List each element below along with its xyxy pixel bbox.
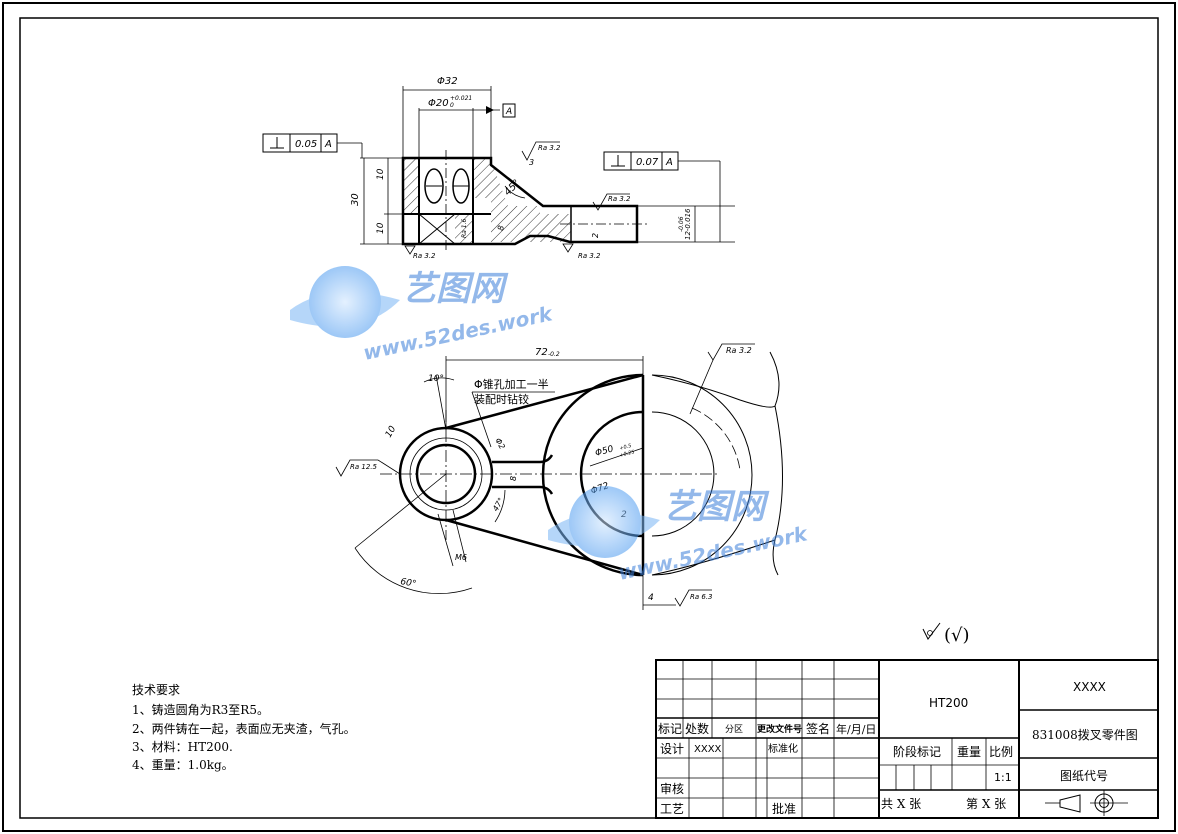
svg-text:+0.5: +0.5 <box>619 443 632 452</box>
svg-text:Ra 3.2: Ra 3.2 <box>538 144 561 152</box>
dim-phi32: Φ32 <box>437 76 458 87</box>
svg-text:艺图网: 艺图网 <box>663 487 770 527</box>
svg-text:XXXX: XXXX <box>694 744 722 755</box>
dim-phi20: Φ20 <box>428 98 449 109</box>
dim-72: 72 <box>535 347 548 358</box>
svg-text:处数: 处数 <box>685 721 709 736</box>
svg-text:10: 10 <box>384 424 399 439</box>
svg-text:第 X 张: 第 X 张 <box>966 797 1006 811</box>
roughness-symbol: Ra 3.2 <box>562 243 601 260</box>
note-line2: 装配时钻铰 <box>474 392 529 406</box>
svg-text:Ra 6.3: Ra 6.3 <box>690 593 713 601</box>
svg-text:Ra 3.2: Ra 3.2 <box>726 346 752 355</box>
svg-text:Ra 12.5: Ra 12.5 <box>350 463 378 471</box>
roughness-symbol: Ra 12.5 <box>335 459 401 477</box>
svg-text:分区: 分区 <box>725 724 743 735</box>
technical-requirements: 技术要求 1、铸造圆角为R3至R5。 2、两件铸在一起，表面应无夹渣，气孔。 3… <box>132 683 356 772</box>
roughness-symbol: Ra 3.2 <box>521 141 561 161</box>
company: XXXX <box>1073 680 1106 694</box>
inner-border <box>19 17 1159 819</box>
svg-text:艺图网: 艺图网 <box>402 269 509 309</box>
svg-text:4: 4 <box>648 593 654 603</box>
roughness-symbol: Ra 6.3 <box>643 589 713 607</box>
general-roughness-mark: (√) <box>922 622 970 646</box>
svg-text:签名: 签名 <box>806 721 830 736</box>
geo-tolerance-2: 0.07 A <box>603 151 721 242</box>
watermark: 艺图网 www.52des.work <box>548 486 811 585</box>
svg-text:0.07: 0.07 <box>636 157 659 168</box>
svg-text:Ra 3.2: Ra 3.2 <box>608 195 631 203</box>
svg-text:Φ2: Φ2 <box>493 437 506 451</box>
tol-phi20: +0.021 <box>450 95 472 102</box>
watermark: 艺图网 www.52des.work <box>290 266 556 365</box>
svg-text:重量: 重量 <box>957 745 981 759</box>
top-view: Φ32 Φ20 +0.021 0 A 0.05 A <box>262 76 735 260</box>
title-block-text: HT200 XXXX 831008拨叉零件图 图纸代号 标记 处数 分区 更改文… <box>658 680 1138 816</box>
svg-text:Ra 3.2: Ra 3.2 <box>413 252 436 260</box>
svg-text:(√): (√) <box>944 625 970 646</box>
material: HT200 <box>929 696 968 710</box>
tech-req-item: 1、铸造圆角为R3至R5。 <box>132 702 269 717</box>
svg-text:审核: 审核 <box>660 781 684 796</box>
svg-text:标记: 标记 <box>658 722 682 736</box>
geo-tolerance-1: 0.05 A <box>262 133 363 158</box>
angle-45: 45° <box>502 178 522 198</box>
svg-text:M6: M6 <box>455 553 467 562</box>
svg-text:2: 2 <box>591 233 600 238</box>
datum-a: A <box>505 107 512 117</box>
dim-30: 30 <box>350 193 361 206</box>
drawing-name: 831008拨叉零件图 <box>1032 728 1138 742</box>
svg-text:-0.2: -0.2 <box>548 351 560 358</box>
svg-text:+0.25: +0.25 <box>619 449 635 459</box>
svg-text:0.05: 0.05 <box>295 139 317 150</box>
drawing-code-label: 图纸代号 <box>1060 769 1108 783</box>
front-view: 72 -0.2 Φ锥孔加工一半 装配时钻铰 10° 10 Φ2 Φ50 +0.5… <box>335 343 783 610</box>
svg-text:比例: 比例 <box>989 745 1013 759</box>
svg-text:标准化: 标准化 <box>768 742 798 755</box>
svg-text:年/月/日: 年/月/日 <box>836 722 876 736</box>
tech-req-item: 4、重量：1.0kg。 <box>132 758 234 772</box>
svg-text:1:1: 1:1 <box>994 771 1012 784</box>
svg-text:3: 3 <box>529 158 534 167</box>
svg-text:设计: 设计 <box>660 742 684 756</box>
tech-req-title: 技术要求 <box>132 683 180 697</box>
svg-text:阶段标记: 阶段标记 <box>893 744 941 759</box>
roughness-symbol: Ra 3.2 <box>689 343 755 415</box>
svg-text:A: A <box>324 139 332 150</box>
roughness-symbol: Ra 3.2 <box>404 245 436 260</box>
svg-text:-0.06: -0.06 <box>678 216 685 232</box>
tol-12: 12-0.016 <box>684 208 692 240</box>
svg-text:10°: 10° <box>428 374 444 384</box>
title-block <box>655 659 1159 819</box>
svg-text:Ra 1.6: Ra 1.6 <box>461 219 468 238</box>
tech-req-item: 2、两件铸在一起，表面应无夹渣，气孔。 <box>132 721 356 736</box>
svg-text:8: 8 <box>496 225 506 232</box>
svg-text:10: 10 <box>376 222 386 234</box>
tech-req-item: 3、材料：HT200. <box>132 740 233 754</box>
roughness-symbol: Ra 3.2 <box>592 193 631 211</box>
note-line1: Φ锥孔加工一半 <box>474 377 549 391</box>
svg-text:更改文件号: 更改文件号 <box>757 723 802 735</box>
svg-text:8: 8 <box>509 476 518 481</box>
dim-phi50: Φ50 <box>594 444 615 459</box>
svg-text:Ra 3.2: Ra 3.2 <box>578 252 601 260</box>
svg-text:10: 10 <box>376 168 386 180</box>
svg-text:批准: 批准 <box>772 801 796 816</box>
svg-text:www.52des.work: www.52des.work <box>361 301 556 365</box>
svg-text:47°: 47° <box>491 496 506 513</box>
svg-text:工艺: 工艺 <box>660 802 684 816</box>
svg-text:共 X 张: 共 X 张 <box>881 797 921 811</box>
angle-60: 60° <box>399 577 416 590</box>
svg-text:0: 0 <box>450 102 454 109</box>
svg-text:A: A <box>665 157 673 168</box>
